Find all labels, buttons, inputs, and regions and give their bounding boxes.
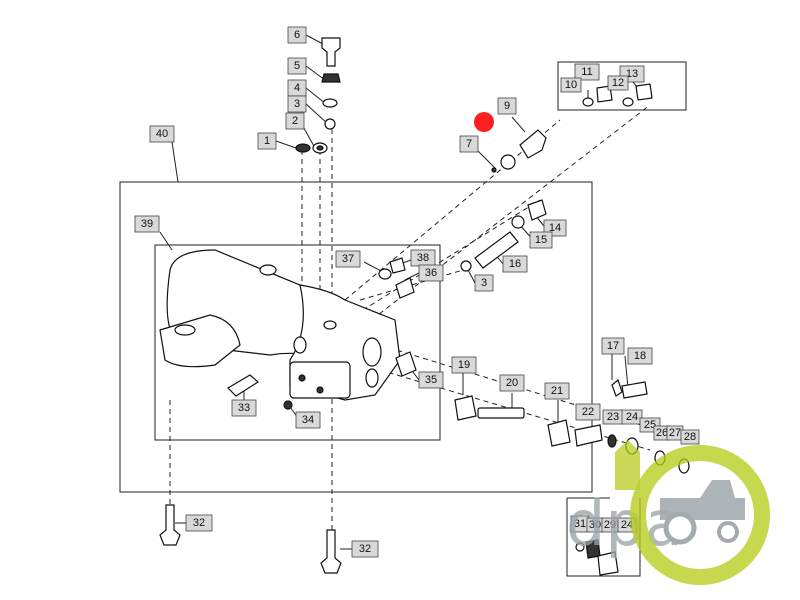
callout-5: 5 [287, 57, 307, 75]
callout-31: 31 [570, 515, 590, 533]
svg-text:39: 39 [141, 218, 153, 230]
svg-text:7: 7 [466, 138, 472, 150]
callout-11: 11 [574, 63, 600, 81]
upper-right-parts [460, 83, 653, 272]
callout-19: 19 [451, 356, 477, 374]
svg-text:32: 32 [359, 543, 371, 555]
svg-text:33: 33 [238, 402, 250, 414]
svg-text:28: 28 [684, 431, 696, 443]
lower-left-parts [227, 351, 417, 410]
svg-text:35: 35 [425, 374, 437, 386]
callout-26: 26 [653, 425, 671, 441]
callout-23: 23 [602, 409, 624, 425]
svg-text:21: 21 [551, 385, 563, 397]
svg-text:3: 3 [481, 277, 487, 289]
callout-24: 24 [621, 409, 643, 425]
callout-6: 6 [287, 26, 307, 44]
svg-text:29: 29 [604, 519, 616, 531]
kit-frame-top [557, 61, 687, 111]
callout-3: 3 [287, 95, 307, 113]
callout-35: 35 [418, 371, 444, 389]
callout-1: 1 [257, 132, 277, 150]
callout-15: 15 [529, 231, 553, 249]
svg-text:3: 3 [294, 98, 300, 110]
svg-text:27: 27 [669, 427, 681, 439]
svg-text:37: 37 [342, 253, 354, 265]
top-stack-parts [295, 37, 341, 154]
svg-text:40: 40 [156, 128, 168, 140]
svg-text:22: 22 [582, 406, 594, 418]
svg-text:24: 24 [626, 411, 638, 423]
middle-left-parts [378, 257, 415, 299]
lower-kit-parts [575, 539, 619, 576]
bolts-32 [159, 504, 342, 574]
svg-text:6: 6 [294, 29, 300, 41]
callout-10: 10 [560, 77, 582, 93]
highlight-marker [474, 112, 494, 132]
callout-leaders [159, 34, 641, 550]
callout-36: 36 [418, 264, 444, 282]
callout-3b: 3 [474, 274, 494, 292]
callout-7: 7 [459, 135, 479, 153]
callout-32a: 32 [185, 514, 213, 532]
svg-text:1: 1 [264, 135, 270, 147]
svg-text:9: 9 [504, 100, 510, 112]
svg-text:11: 11 [581, 66, 592, 78]
svg-text:10: 10 [565, 79, 577, 91]
svg-text:12: 12 [612, 77, 624, 89]
svg-text:24: 24 [621, 519, 633, 531]
svg-text:17: 17 [607, 340, 619, 352]
callout-30: 30 [586, 517, 604, 533]
svg-text:25: 25 [644, 419, 656, 431]
svg-text:13: 13 [626, 68, 638, 80]
callout-38: 38 [410, 249, 436, 267]
svg-text:36: 36 [425, 267, 437, 279]
svg-text:15: 15 [535, 234, 547, 246]
svg-text:32: 32 [193, 517, 205, 529]
svg-text:19: 19 [458, 359, 470, 371]
callout-22: 22 [575, 403, 601, 421]
callout-40: 40 [149, 125, 175, 143]
inner-frame [154, 244, 441, 441]
callout-21: 21 [544, 382, 570, 400]
svg-text:26: 26 [656, 427, 668, 439]
svg-text:2: 2 [292, 115, 298, 127]
callout-37: 37 [335, 250, 361, 268]
callout-27: 27 [666, 425, 684, 441]
callout-9: 9 [497, 97, 517, 115]
callout-12: 12 [607, 75, 629, 91]
svg-text:18: 18 [634, 350, 646, 362]
svg-text:4: 4 [294, 82, 300, 94]
callout-16: 16 [502, 255, 528, 273]
svg-text:34: 34 [302, 414, 314, 426]
callout-18: 18 [627, 347, 653, 365]
svg-text:20: 20 [506, 377, 518, 389]
svg-text:5: 5 [294, 60, 300, 72]
callout-39: 39 [134, 215, 160, 233]
valve-housing [159, 249, 401, 401]
svg-text:14: 14 [549, 222, 561, 234]
svg-text:31: 31 [574, 518, 586, 530]
svg-text:23: 23 [607, 411, 619, 423]
callout-32b: 32 [351, 540, 379, 558]
callout-34: 34 [295, 411, 321, 429]
callout-28: 28 [680, 429, 700, 445]
assembly-frame [119, 181, 593, 493]
callout-2: 2 [285, 112, 305, 130]
callout-4: 4 [287, 79, 307, 97]
callout-17: 17 [601, 337, 625, 355]
svg-text:16: 16 [509, 258, 521, 270]
dpa-watermark-logo: dpa [566, 440, 770, 585]
callout-33: 33 [231, 399, 257, 417]
callout-20: 20 [499, 374, 525, 392]
svg-text:30: 30 [589, 519, 601, 531]
svg-text:38: 38 [417, 252, 429, 264]
